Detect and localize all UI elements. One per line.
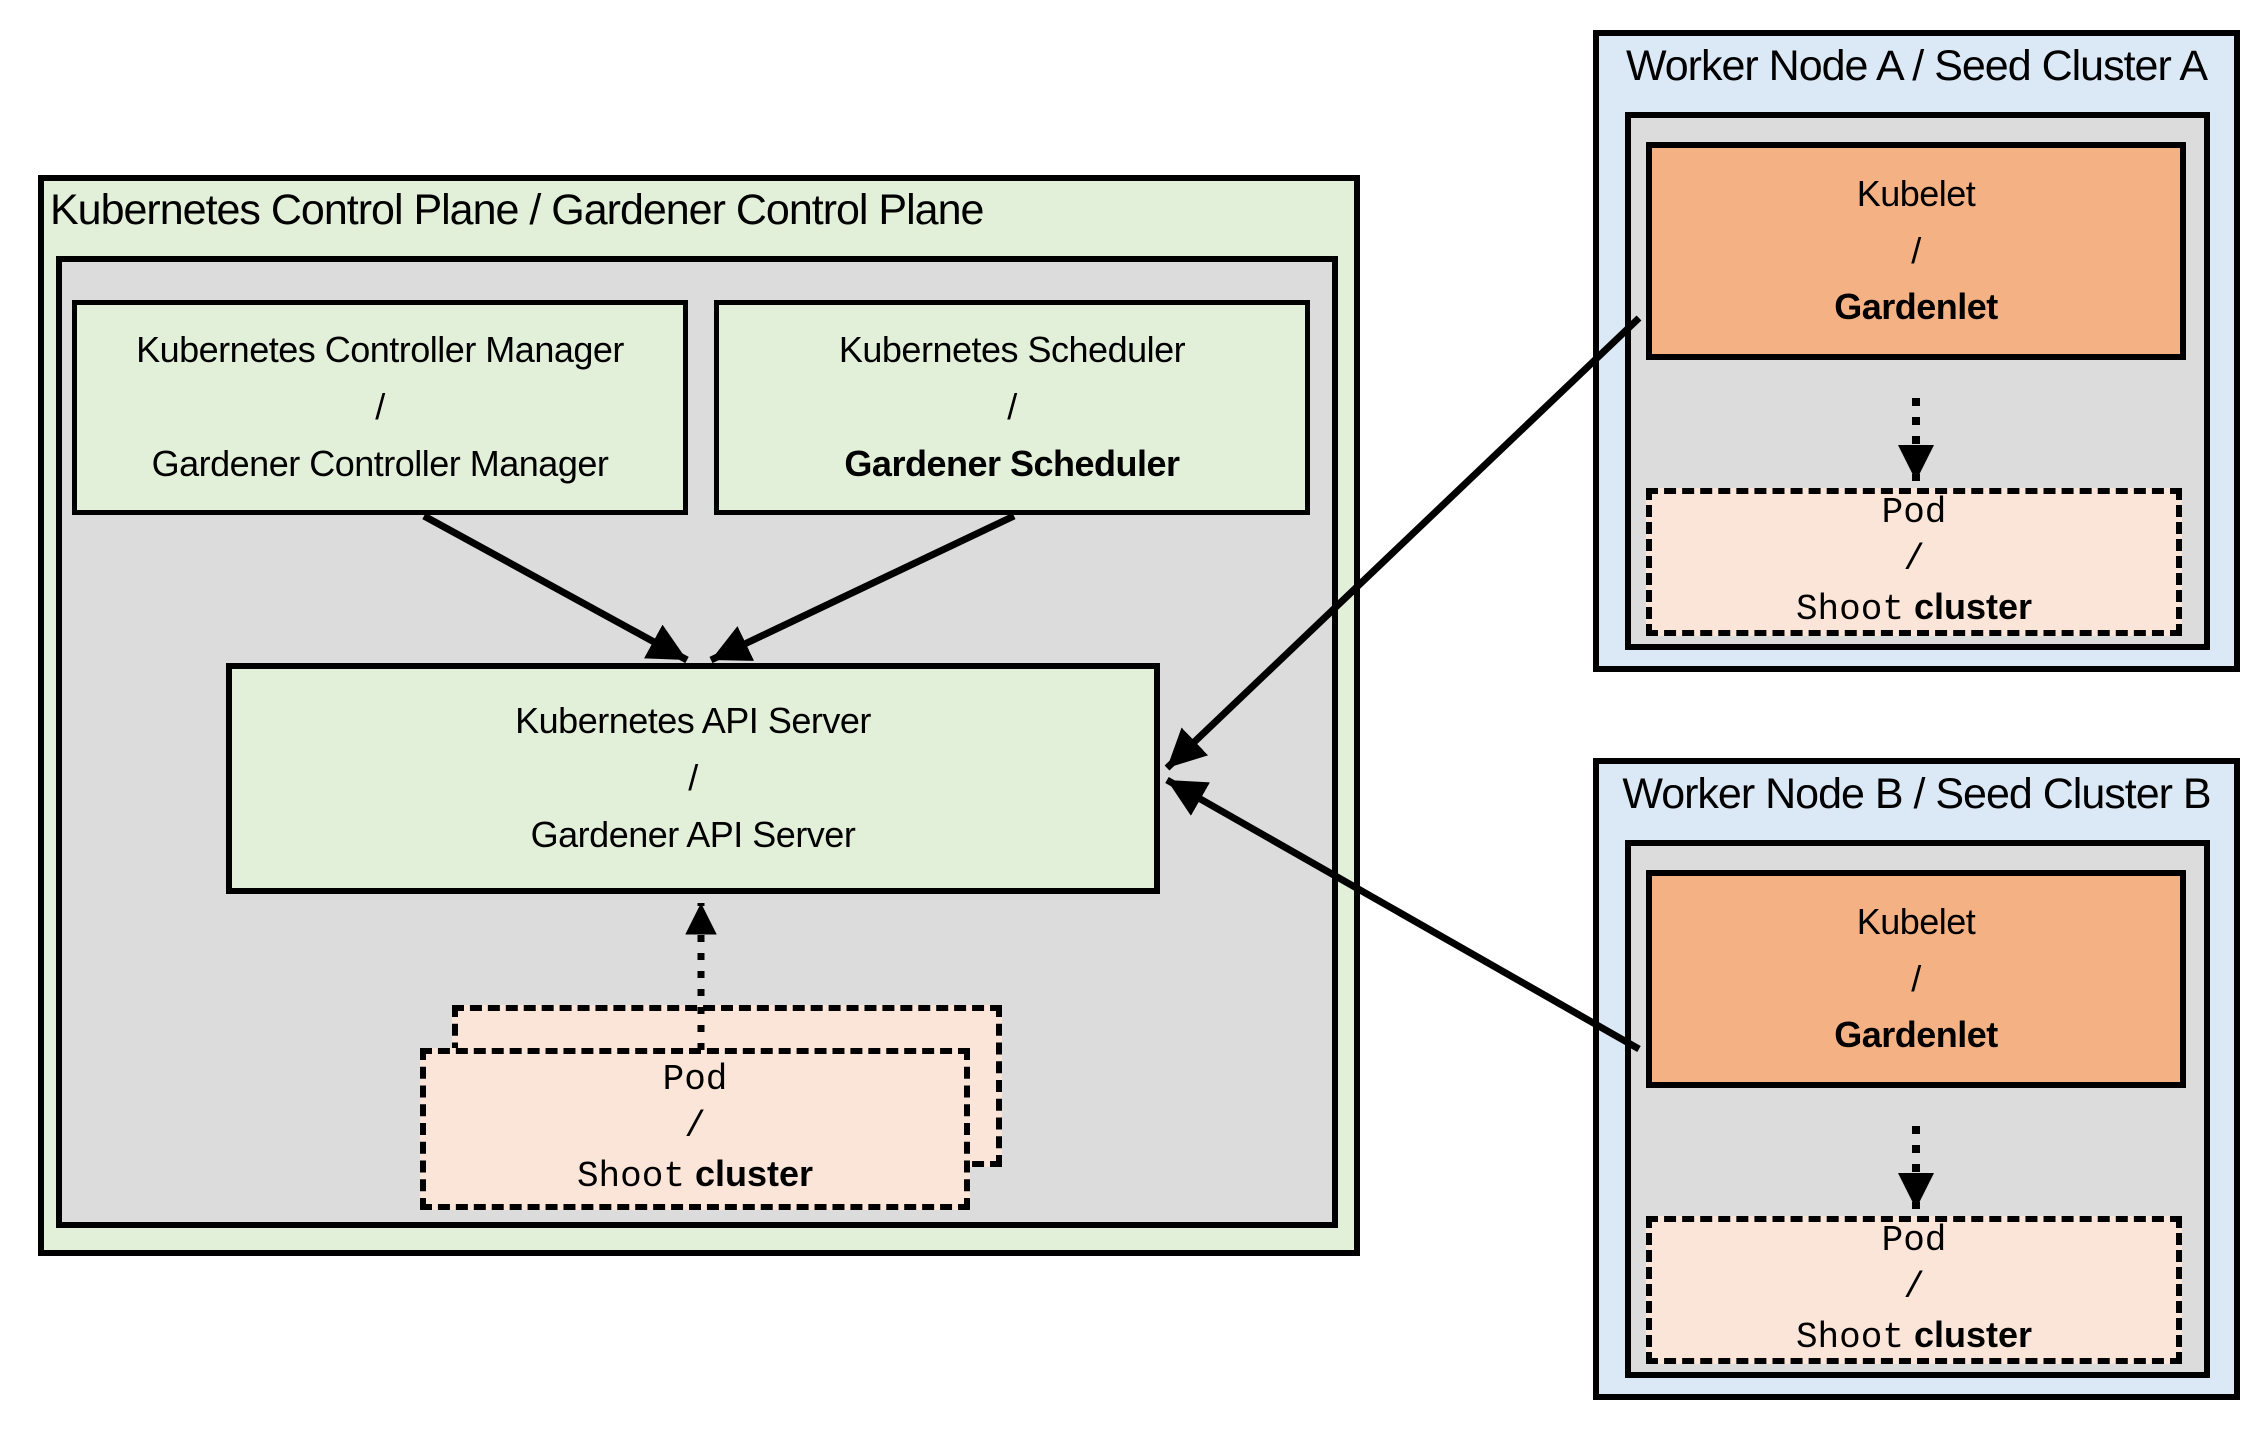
worker-a-kubelet-box: Kubelet / Gardenlet — [1646, 142, 2186, 360]
worker-b-title: Worker Node B / Seed Cluster B — [1622, 770, 2211, 818]
worker-b-pod-cluster: cluster — [1913, 1313, 2033, 1355]
pod-line3: Shoot cluster — [577, 1151, 813, 1201]
pod-slash: / — [684, 1106, 706, 1148]
worker-a-pod-shoot: Shoot — [1795, 588, 1904, 630]
worker-a-kubelet-line3: Gardenlet — [1834, 286, 1998, 328]
api-server-slash: / — [688, 757, 698, 799]
pod-stack-front-box: Pod / Shoot cluster — [420, 1048, 970, 1210]
controller-manager-line3: Gardener Controller Manager — [151, 442, 609, 484]
worker-a-pod-cluster: cluster — [1913, 585, 2033, 627]
worker-a-kubelet-line1: Kubelet — [1856, 172, 1976, 214]
scheduler-box: Kubernetes Scheduler / Gardener Schedule… — [714, 300, 1310, 515]
api-server-box: Kubernetes API Server / Gardener API Ser… — [226, 663, 1160, 894]
worker-a-title: Worker Node A / Seed Cluster A — [1625, 42, 2208, 90]
worker-a-pod-slash: / — [1903, 539, 1925, 581]
controller-manager-slash: / — [375, 386, 385, 428]
worker-a-pod-box: Pod / Shoot cluster — [1646, 488, 2182, 636]
control-plane-title: Kubernetes Control Plane / Gardener Cont… — [50, 186, 984, 234]
worker-b-kubelet-line1: Kubelet — [1856, 900, 1976, 942]
worker-b-pod-box: Pod / Shoot cluster — [1646, 1216, 2182, 1364]
worker-b-pod-slash: / — [1903, 1267, 1925, 1309]
worker-b-kubelet-box: Kubelet / Gardenlet — [1646, 870, 2186, 1088]
scheduler-line1: Kubernetes Scheduler — [838, 329, 1186, 371]
scheduler-line3: Gardener Scheduler — [844, 442, 1180, 484]
worker-b-pod-line1: Pod — [1881, 1220, 1947, 1262]
pod-line3-cluster: cluster — [694, 1152, 814, 1194]
worker-b-kubelet-slash: / — [1911, 957, 1921, 999]
pod-line1: Pod — [662, 1059, 728, 1101]
controller-manager-line1: Kubernetes Controller Manager — [136, 329, 624, 371]
scheduler-slash: / — [1007, 386, 1017, 428]
worker-b-kubelet-line3: Gardenlet — [1834, 1014, 1998, 1056]
worker-a-pod-line3: Shoot cluster — [1796, 584, 2032, 634]
worker-b-pod-shoot: Shoot — [1795, 1316, 1904, 1358]
api-server-line1: Kubernetes API Server — [515, 700, 871, 742]
worker-b-pod-line3: Shoot cluster — [1796, 1312, 2032, 1362]
controller-manager-box: Kubernetes Controller Manager / Gardener… — [72, 300, 688, 515]
api-server-line3: Gardener API Server — [530, 813, 856, 855]
worker-a-pod-line1: Pod — [1881, 492, 1947, 534]
pod-line3-shoot: Shoot — [576, 1155, 685, 1197]
worker-a-kubelet-slash: / — [1911, 229, 1921, 271]
